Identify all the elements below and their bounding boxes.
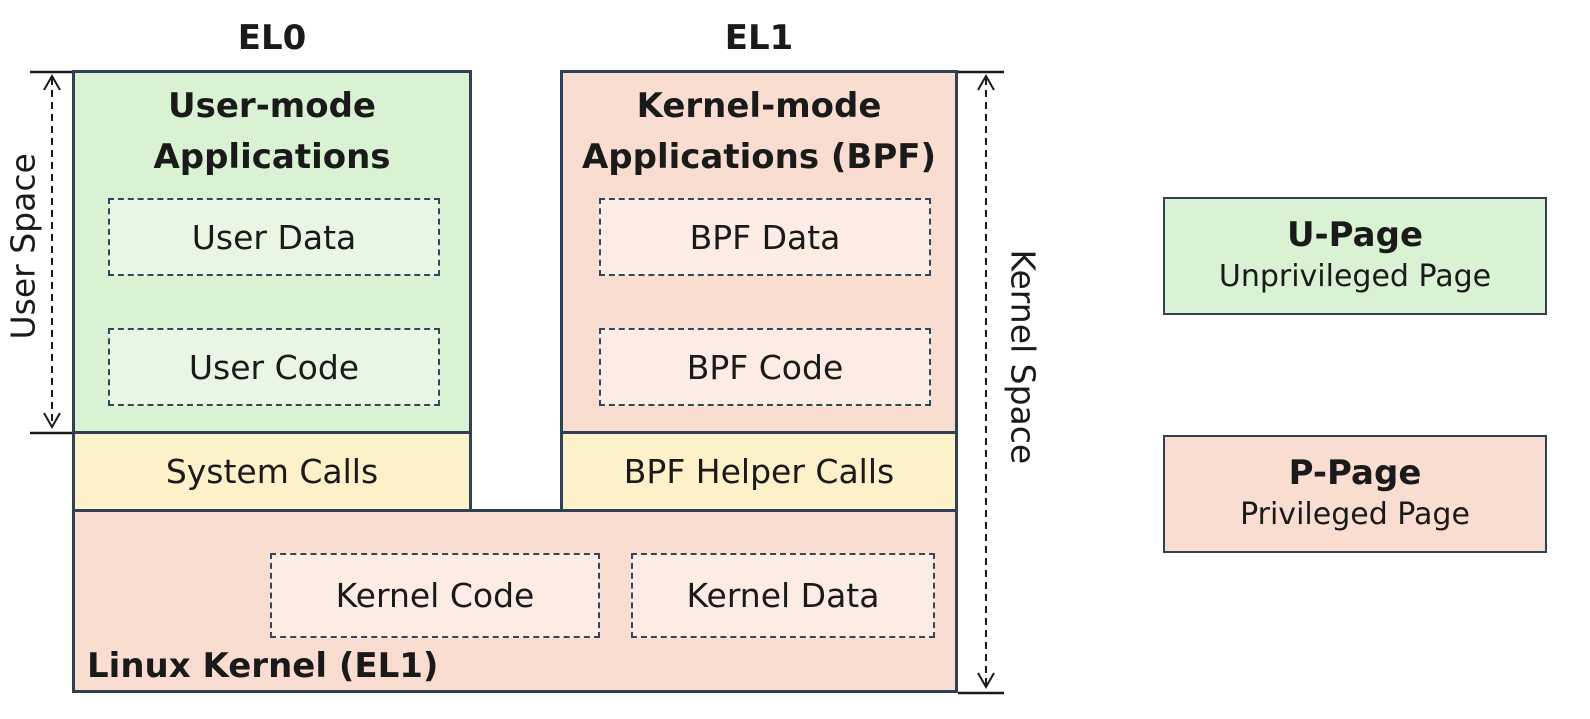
legend-p-page-subtitle: Privileged Page <box>1240 497 1470 532</box>
legend-u-page-title: U-Page <box>1286 215 1424 255</box>
legend-p-page: P-Page Privileged Page <box>1163 435 1547 553</box>
legend-p-page-title: P-Page <box>1288 453 1422 493</box>
user-data-box: User Data <box>108 198 440 276</box>
kernel-space-label: Kernel Space <box>1003 249 1043 465</box>
kernel-mode-title-line2: Applications (BPF) <box>581 137 937 177</box>
linux-kernel-label: Linux Kernel (EL1) <box>87 646 439 686</box>
user-mode-title-line2: Applications <box>153 137 391 177</box>
kernel-mode-title-line1: Kernel-mode <box>636 86 882 126</box>
user-mode-applications-box: User-mode Applications User Data User Co… <box>72 70 472 434</box>
linux-kernel-box: Kernel Code Kernel Data Linux Kernel (EL… <box>72 509 958 693</box>
legend-u-page-subtitle: Unprivileged Page <box>1218 259 1492 294</box>
el1-label: EL1 <box>724 18 794 58</box>
kernel-data-box: Kernel Data <box>631 553 935 638</box>
bpf-helper-calls-box: BPF Helper Calls <box>560 431 958 512</box>
legend-u-page: U-Page Unprivileged Page <box>1163 197 1547 315</box>
kernel-code-box: Kernel Code <box>270 553 600 638</box>
bpf-code-box: BPF Code <box>599 328 931 406</box>
el0-label: EL0 <box>237 18 307 58</box>
user-space-label: User Space <box>3 153 43 340</box>
kernel-mode-applications-box: Kernel-mode Applications (BPF) BPF Data … <box>560 70 958 434</box>
bpf-data-box: BPF Data <box>599 198 931 276</box>
user-mode-title-line1: User-mode <box>168 86 376 126</box>
user-code-box: User Code <box>108 328 440 406</box>
